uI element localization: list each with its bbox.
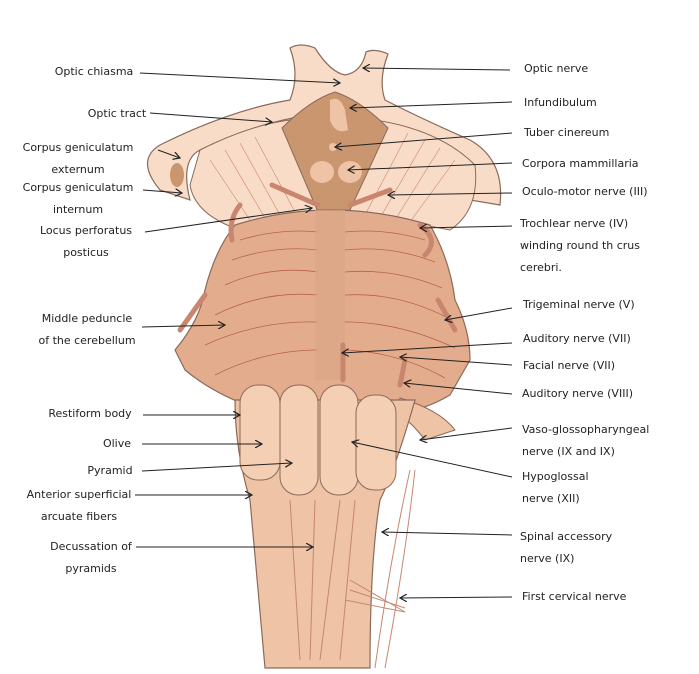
medulla-fibers	[289, 469, 416, 669]
mammillary-body-right	[338, 161, 362, 183]
label-optic-chiasma: Optic chiasma	[54, 65, 134, 78]
mammillary-body-left	[310, 161, 334, 183]
infundibulum-shape	[330, 98, 348, 132]
label-oculomotor-nerve: Oculo-motor nerve (III)	[522, 185, 648, 198]
label-olive: Olive	[102, 437, 132, 450]
pyramid-right	[319, 384, 359, 496]
label-facial-nerve: Facial nerve (VII)	[523, 359, 616, 372]
interpeduncular-region	[281, 91, 389, 213]
label-pyramid: Pyramid	[87, 464, 133, 477]
label-corpora-mammillaria: Corpora mammillaria	[522, 157, 639, 170]
label-optic-nerve: Optic nerve	[524, 62, 589, 75]
label-first-cervical-nerve: First cervical nerve	[522, 590, 627, 603]
leader-lines	[135, 68, 513, 598]
label-trochlear-nerve: Trochlear nerve (IV)winding round th cru…	[520, 217, 641, 274]
peduncle-fibers	[209, 132, 456, 223]
pyramid-left	[279, 384, 319, 496]
pons-fibers	[204, 230, 456, 379]
basilar-sulcus	[315, 210, 345, 380]
label-auditory-nerve-vii: Auditory nerve (VII)	[523, 332, 631, 345]
label-infundibulum: Infundibulum	[524, 96, 597, 109]
label-auditory-nerve-viii: Auditory nerve (VIII)	[522, 387, 633, 400]
label-restiform-body: Restiform body	[48, 407, 132, 420]
lateral-geniculate-body	[170, 163, 184, 187]
label-trigeminal-nerve: Trigeminal nerve (V)	[523, 298, 635, 311]
label-optic-tract: Optic tract	[87, 107, 147, 120]
olive-right	[355, 394, 397, 491]
label-tuber-cinereum: Tuber cinereum	[524, 126, 610, 139]
